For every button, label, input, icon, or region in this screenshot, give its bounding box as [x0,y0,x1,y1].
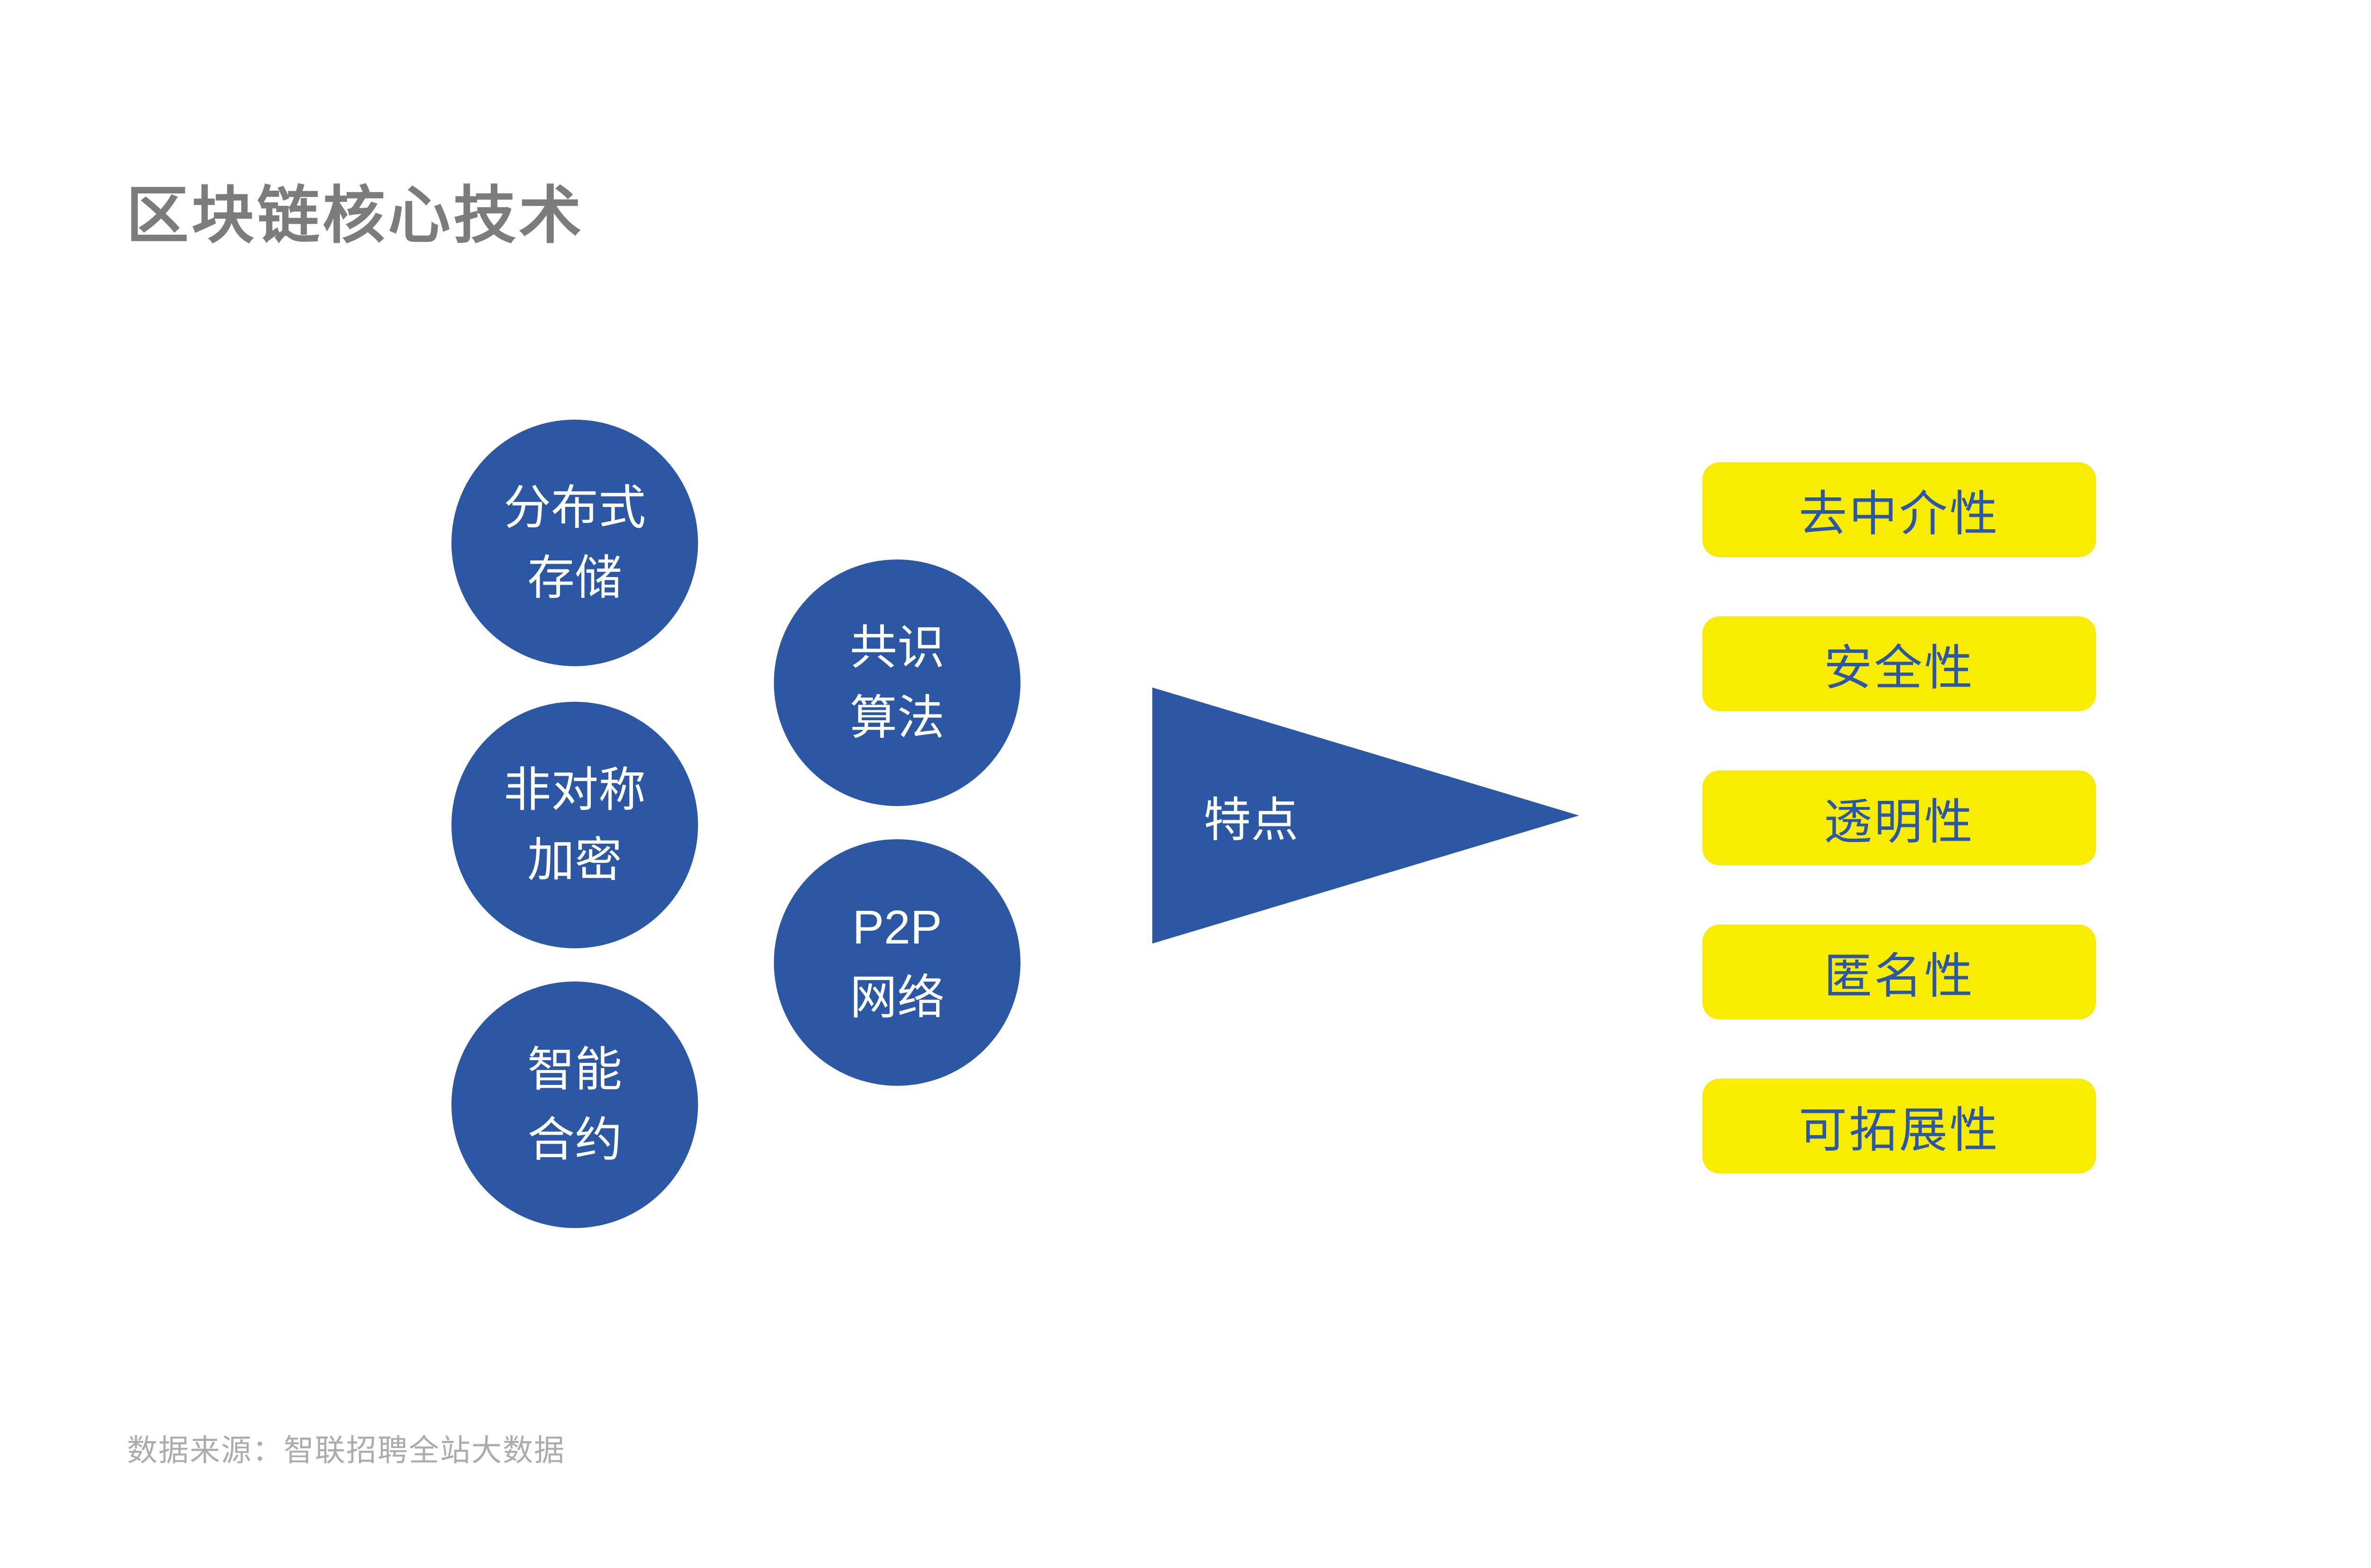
feature-box-decentralization: 去中介性 [1702,462,2096,557]
tech-circle-label-line: 智能 [527,1043,622,1096]
features-arrow: 特点 [1152,688,1579,944]
feature-box-transparency: 透明性 [1702,770,2096,865]
tech-circle-distributed-storage: 分布式 存储 [451,420,698,666]
feature-box-security: 安全性 [1702,616,2096,711]
page-title: 区块链核心技术 [126,181,584,250]
feature-box-label: 去中介性 [1799,486,2000,541]
tech-circle-smart-contract: 智能 合约 [451,981,698,1228]
tech-circle-label-line: 非对称 [504,763,646,816]
feature-box-label: 透明性 [1824,795,1975,849]
tech-circle-label-line: P2P [852,901,942,954]
tech-circle-label-line: 算法 [850,691,945,744]
arrow-label: 特点 [1204,793,1298,847]
tech-circle-label-line: 共识 [850,621,945,674]
tech-circle-label-line: 分布式 [504,481,646,534]
feature-box-anonymity: 匿名性 [1702,925,2096,1019]
tech-circle-asymmetric-encryption: 非对称 加密 [451,702,698,948]
feature-box-label: 可拓展性 [1799,1103,2000,1157]
source-note: 数据来源：智联招聘全站大数据 [127,1433,565,1467]
feature-box-label: 安全性 [1824,641,1975,695]
tech-circle-consensus-algorithm: 共识 算法 [774,559,1020,806]
tech-circle-label-line: 合约 [527,1113,622,1166]
tech-circle-p2p-network: P2P 网络 [774,839,1020,1086]
tech-circle-label-line: 存储 [527,551,622,605]
tech-circle-label-line: 网络 [850,971,945,1024]
feature-box-scalability: 可拓展性 [1702,1079,2096,1174]
feature-box-label: 匿名性 [1824,949,1975,1003]
tech-circle-label-line: 加密 [527,834,622,887]
